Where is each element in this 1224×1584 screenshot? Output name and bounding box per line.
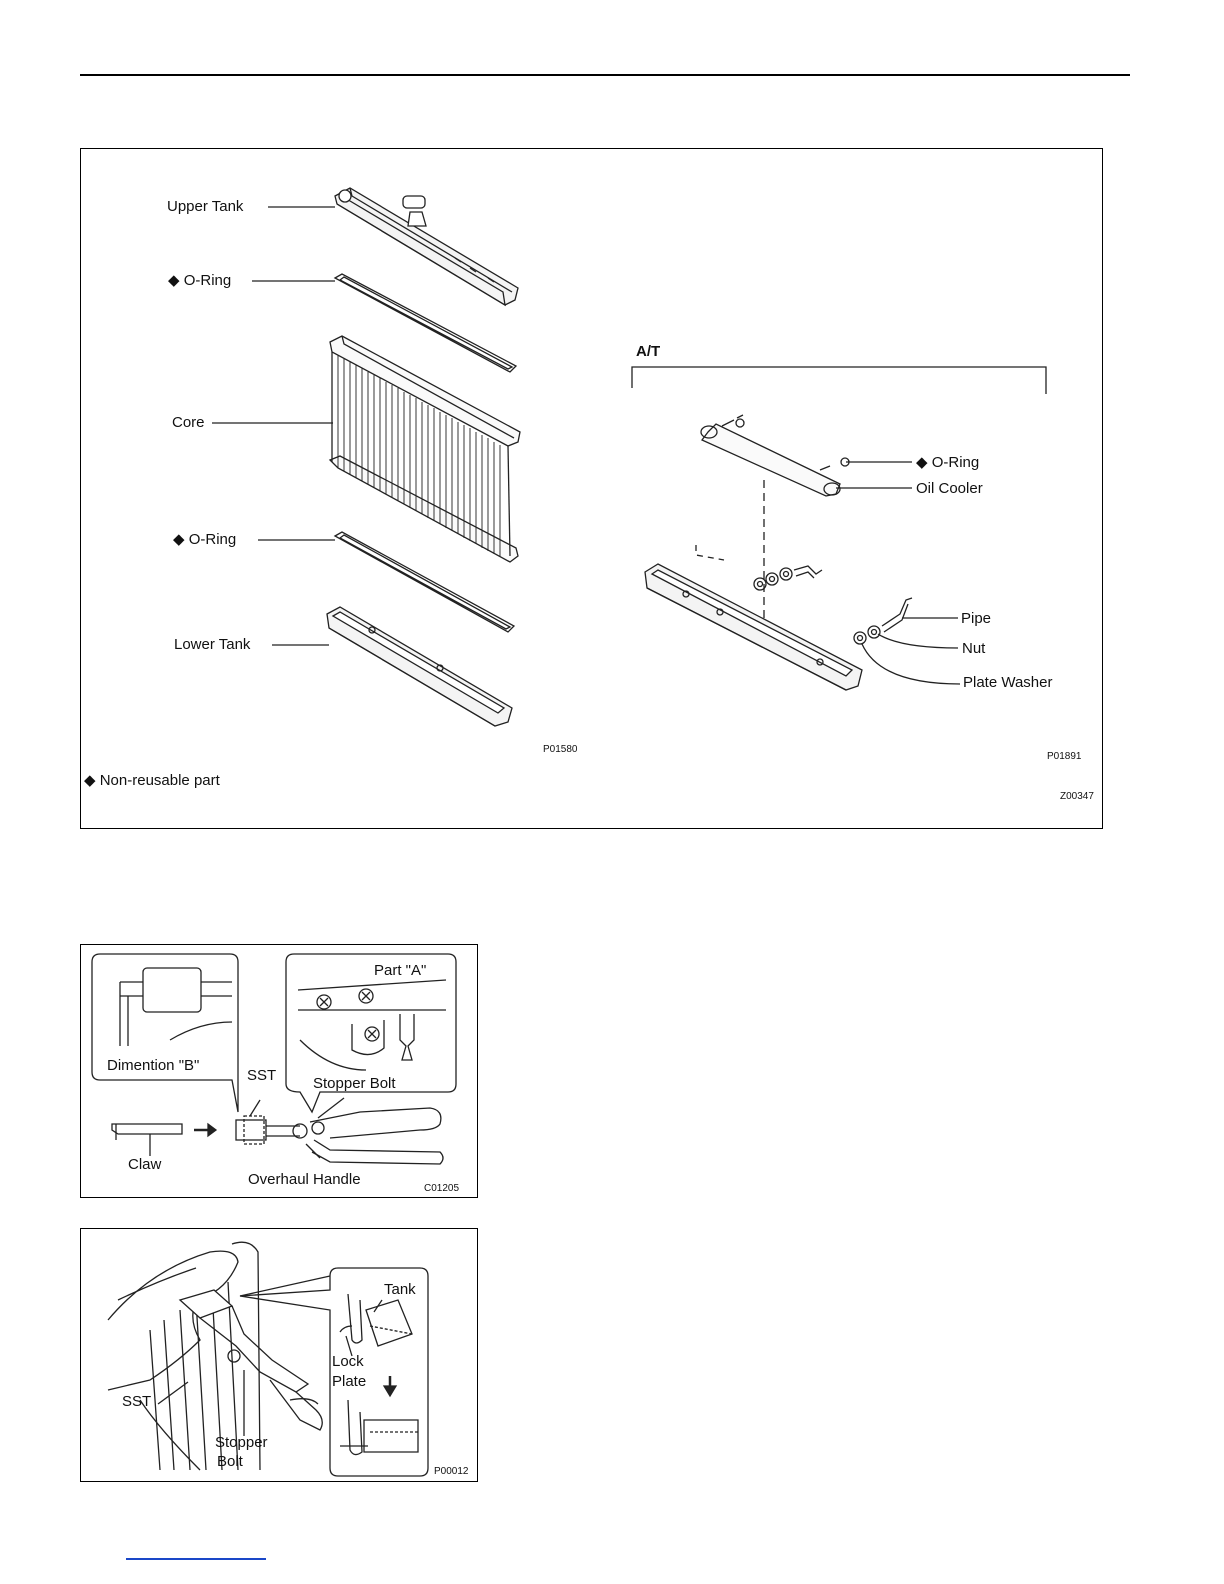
footer-link-underline[interactable] [126,1558,266,1560]
sst-tool-drawing [180,1290,322,1430]
label-lock: Lock [332,1353,364,1370]
label-plate: Plate [332,1373,366,1390]
label-sst-tank: SST [122,1393,151,1410]
label-tank: Tank [384,1281,416,1298]
label-stopper: Stopper [215,1434,268,1451]
label-bolt: Bolt [217,1453,243,1470]
hand-drawing [108,1251,238,1390]
figure-code-tank: P00012 [434,1466,468,1477]
